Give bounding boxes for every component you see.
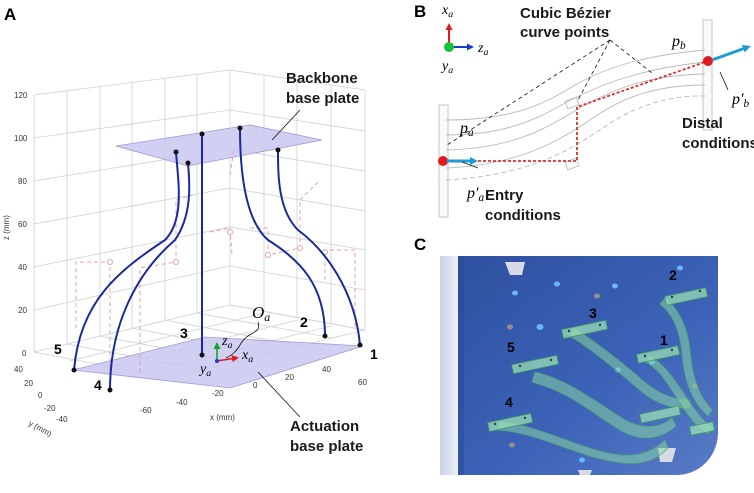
backbone-base-plate: [115, 124, 323, 167]
bezier-leaders: [446, 39, 653, 146]
cad-tubes: [497, 297, 713, 464]
x-tick: -40: [176, 398, 188, 407]
tendon-5: [73, 151, 180, 371]
callout-entry-line1: Entry: [485, 187, 524, 204]
origin-label: Oa: [252, 303, 270, 324]
label-pb-prime: p′b: [731, 91, 750, 110]
x-tick: -20: [212, 389, 224, 398]
x-tick: 40: [322, 365, 331, 374]
cad-number: 2: [669, 267, 677, 283]
point-pa: [438, 156, 448, 166]
frame-b-y-label: ya: [440, 59, 453, 76]
frame-y-label: ya: [198, 362, 211, 379]
tendon-number: 5: [54, 341, 62, 357]
callout-actuation-line2: base plate: [290, 438, 363, 455]
z-tick: 80: [18, 177, 27, 186]
y-axis-label: y (mm): [27, 419, 53, 439]
y-tick: 40: [14, 365, 23, 374]
label-pa-prime: p′a: [466, 185, 485, 204]
y-ticks: 40 20 0 -20 -40: [14, 365, 68, 424]
tendon-endpoints: [71, 125, 363, 393]
tendon-number: 2: [300, 314, 308, 330]
callout-backbone-line1: Backbone: [286, 70, 358, 87]
z-tick: 120: [14, 91, 28, 100]
x-tick: 60: [358, 378, 367, 387]
z-tick: 100: [14, 134, 28, 143]
cad-number: 5: [507, 339, 515, 355]
x-ticks: -60 -40 -20 0 20 40 60: [140, 365, 367, 415]
cad-number: 1: [660, 332, 668, 348]
tendon-2: [239, 127, 326, 337]
distal-plate: [702, 19, 713, 131]
x-tick: -60: [140, 406, 152, 415]
label-pb: pb: [671, 33, 686, 52]
z-ticks: 120 100 80 60 40 20 0: [14, 91, 28, 358]
x-tick: 20: [285, 373, 294, 382]
frame-b-x-label: xa: [441, 3, 453, 20]
z-tick: 60: [18, 220, 27, 229]
callout-distal-line1: Distal: [682, 115, 723, 132]
frame-x-label: xa: [241, 348, 253, 365]
cad-number: 4: [505, 394, 513, 410]
tube-outlines: [445, 49, 706, 181]
plot-box: [33, 69, 366, 379]
callout-backbone-line2: base plate: [286, 90, 359, 107]
tendon-number: 1: [370, 346, 378, 362]
callout-bezier-line2: curve points: [520, 24, 609, 41]
panel-a-letter: A: [4, 5, 16, 24]
label-pa: pa: [459, 120, 474, 139]
z-axis-label: z (mm): [2, 215, 11, 240]
cad-background: [440, 256, 718, 475]
point-pb: [703, 56, 713, 66]
callout-entry-line2: conditions: [485, 207, 561, 224]
guide-markers: [107, 229, 328, 265]
panel-c: C: [414, 235, 718, 475]
cad-screws: [493, 289, 702, 426]
panel-a: A: [2, 5, 378, 455]
cad-number: 3: [589, 305, 597, 321]
z-tick: 40: [18, 263, 27, 272]
tendons: [73, 127, 361, 391]
y-tick: 20: [24, 379, 33, 388]
y-tick: 0: [38, 391, 43, 400]
y-tick: -20: [44, 404, 56, 413]
tendon-number: 3: [180, 325, 188, 341]
tendon-number: 4: [94, 377, 102, 393]
x-tick: 0: [253, 381, 258, 390]
x-axis-label: x (mm): [210, 413, 235, 422]
frame-a: za ya xa Oa: [198, 303, 270, 379]
frame-z-label: za: [221, 334, 232, 351]
frame-b: xa za ya: [440, 3, 488, 76]
frame-b-z-label: za: [477, 41, 488, 58]
tendon-1: [277, 149, 361, 346]
panel-b: B xa za ya: [414, 2, 754, 224]
callout-actuation-line1: Actuation: [290, 418, 359, 435]
cad-tabs: [487, 287, 716, 436]
panel-c-letter: C: [414, 235, 426, 254]
callout-bezier-line1: Cubic Bézier: [520, 5, 611, 22]
tendon-4: [109, 162, 191, 391]
callout-distal-line2: conditions: [682, 135, 754, 152]
z-tick: 0: [22, 349, 27, 358]
y-tick: -40: [56, 415, 68, 424]
panel-b-letter: B: [414, 2, 426, 21]
bezier-control-polygon: [443, 60, 709, 162]
z-tick: 20: [18, 306, 27, 315]
